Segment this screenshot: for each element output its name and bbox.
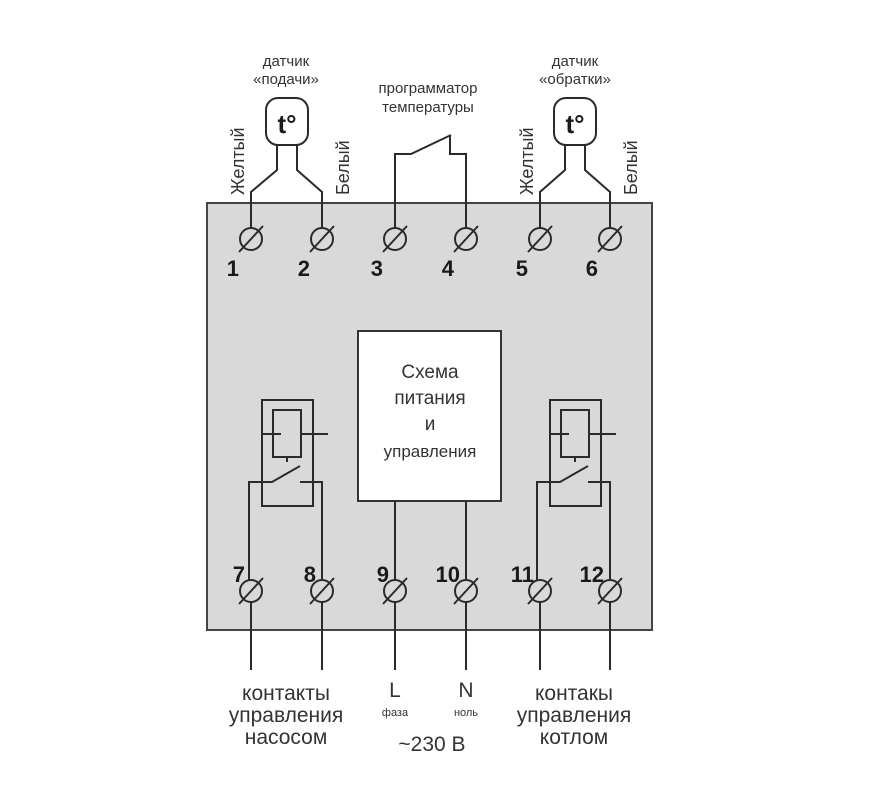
phase-caption: фаза xyxy=(382,707,409,719)
terminal-4: 4 xyxy=(442,225,479,281)
supply-sensor-title-2: «подачи» xyxy=(253,71,319,88)
supply-sensor-wire-right xyxy=(296,145,323,228)
terminal-2: 2 xyxy=(298,225,335,281)
terminal-screw-icon xyxy=(239,227,263,251)
relay-contact-right xyxy=(588,481,611,580)
programmer-wire-right xyxy=(449,135,467,228)
voltage-label: ~230 В xyxy=(398,733,465,756)
boiler-relay xyxy=(536,399,616,580)
phase-letter: L xyxy=(389,679,401,702)
programmer-label-2: температуры xyxy=(382,99,474,116)
return-sensor-title-2: «обратки» xyxy=(539,71,611,88)
terminal-slash xyxy=(527,577,553,605)
supply-wire-right-label: Белый xyxy=(333,140,353,195)
return-sensor-wire-left xyxy=(539,145,566,228)
boiler-label-3: котлом xyxy=(540,726,608,749)
control-block-line-2: питания xyxy=(394,388,465,409)
control-block: Схема питания и управления xyxy=(357,330,502,580)
terminal-number: 1 xyxy=(227,256,239,281)
temperature-programmer: программатор температуры xyxy=(379,80,478,228)
supply-sensor-wire-left xyxy=(250,145,278,228)
supply-wire-left-label: Желтый xyxy=(228,127,248,195)
relay-frame xyxy=(549,399,602,507)
terminal-number: 11 xyxy=(511,562,534,587)
terminal-11: 11 xyxy=(511,562,553,670)
terminal-slash xyxy=(238,225,264,253)
return-wire-right-label: Белый xyxy=(621,140,641,195)
relay-frame xyxy=(261,399,314,507)
terminal-screw-icon xyxy=(598,227,622,251)
thermometer-icon: t° xyxy=(565,109,584,139)
neutral-caption: ноль xyxy=(454,707,478,719)
terminal-slash xyxy=(597,225,623,253)
terminal-10: 10 xyxy=(436,562,479,670)
boiler-label-1: контакы xyxy=(535,682,613,705)
control-block-line-3: и xyxy=(425,414,436,435)
thermometer-icon: t° xyxy=(277,109,296,139)
terminal-6: 6 xyxy=(586,225,623,281)
terminal-slash xyxy=(309,225,335,253)
programmer-label-1: программатор xyxy=(379,80,478,97)
pump-label-2: управления xyxy=(229,704,344,727)
terminal-3: 3 xyxy=(371,225,408,281)
terminal-screw-icon xyxy=(528,227,552,251)
return-sensor-body xyxy=(553,97,597,146)
control-block-box xyxy=(357,330,502,502)
terminal-number: 12 xyxy=(580,562,604,587)
return-wire-left-label: Желтый xyxy=(517,127,537,195)
terminal-number: 3 xyxy=(371,256,383,281)
terminal-slash xyxy=(382,225,408,253)
return-sensor-title-1: датчик xyxy=(552,53,599,70)
terminal-slash xyxy=(453,225,479,253)
terminal-slash xyxy=(309,577,335,605)
terminal-slash xyxy=(238,577,264,605)
return-sensor-wire-right xyxy=(584,145,611,228)
terminal-number: 8 xyxy=(304,562,316,587)
terminal-slash xyxy=(382,577,408,605)
terminal-number: 7 xyxy=(233,562,245,587)
control-block-line-1: Схема xyxy=(401,362,459,383)
bottom-terminal-row: 7 8 9 10 11 12 xyxy=(233,562,623,670)
terminal-5: 5 xyxy=(516,225,553,281)
terminal-screw-icon xyxy=(310,227,334,251)
relay-contact-left xyxy=(536,465,589,580)
top-terminal-row: 1 2 3 4 5 6 xyxy=(227,225,623,281)
pump-label-3: насосом xyxy=(245,726,328,749)
terminal-screw-icon xyxy=(383,227,407,251)
relay-contact-left xyxy=(248,465,301,580)
terminal-number: 10 xyxy=(436,562,460,587)
relay-contact-right xyxy=(300,481,323,580)
terminal-number: 9 xyxy=(377,562,389,587)
terminal-number: 2 xyxy=(298,256,310,281)
control-block-line-4: управления xyxy=(384,442,477,461)
supply-sensor-title-1: датчик xyxy=(263,53,310,70)
pump-label-1: контакты xyxy=(242,682,330,705)
terminal-12: 12 xyxy=(580,562,623,670)
terminal-slash xyxy=(453,577,479,605)
programmer-wire-left xyxy=(394,134,452,228)
terminal-number: 5 xyxy=(516,256,528,281)
terminal-7: 7 xyxy=(233,562,264,670)
terminal-9: 9 xyxy=(377,562,408,670)
supply-sensor-body xyxy=(265,97,309,146)
boiler-label-2: управления xyxy=(517,704,632,727)
terminal-1: 1 xyxy=(227,225,264,281)
bottom-labels: контакты управления насосом L фаза N нол… xyxy=(229,679,632,756)
terminal-slash xyxy=(597,577,623,605)
supply-sensor: датчик «подачи» t° Желтый Белый xyxy=(228,53,353,228)
terminal-screw-icon xyxy=(454,227,478,251)
terminal-number: 6 xyxy=(586,256,598,281)
terminal-number: 4 xyxy=(442,256,455,281)
pump-relay xyxy=(248,399,328,580)
terminal-slash xyxy=(527,225,553,253)
neutral-letter: N xyxy=(458,679,473,702)
return-sensor: датчик «обратки» t° Желтый Белый xyxy=(517,53,641,228)
